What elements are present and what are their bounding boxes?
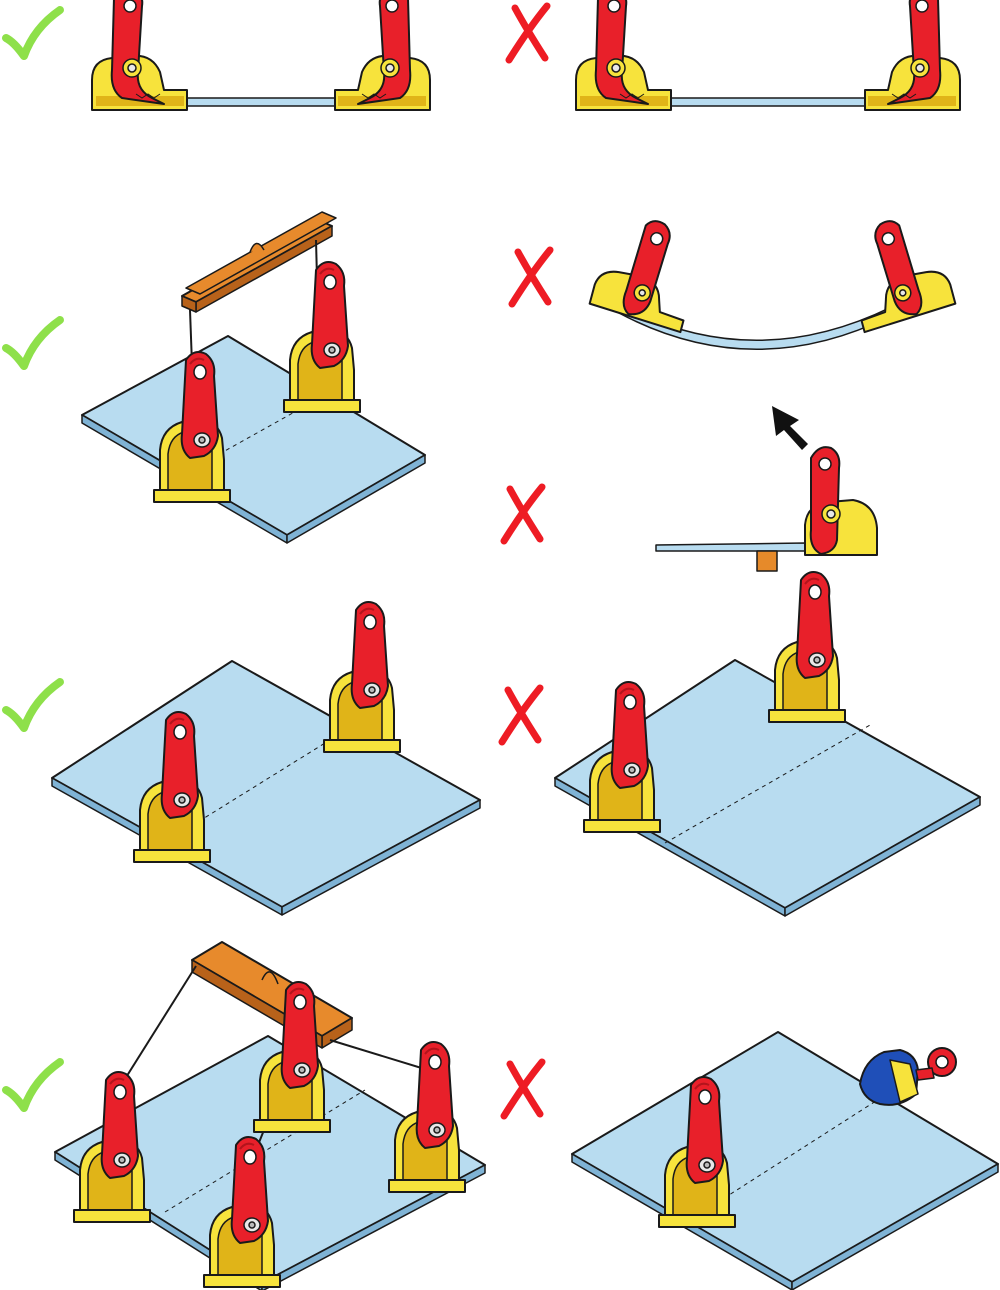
cross-mark-icon [504, 487, 542, 541]
cross-mark-icon [509, 6, 547, 60]
row-3-wrong [504, 406, 878, 572]
row-5-correct [6, 941, 486, 1290]
row-2-correct [6, 211, 426, 544]
clamp [804, 446, 878, 556]
row-2-wrong [512, 220, 957, 350]
row-5-wrong [504, 1031, 999, 1290]
support-block [756, 550, 778, 572]
check-mark-icon [6, 1062, 60, 1108]
spreader-beam [181, 211, 337, 313]
clamp-back [323, 601, 401, 753]
clamp-left [91, 0, 188, 111]
vertical-clamp-blue [859, 1047, 957, 1106]
check-mark-icon [6, 320, 60, 366]
row-1-wrong [509, 0, 961, 111]
spreader-beam [191, 941, 353, 1049]
cross-mark-icon [512, 250, 550, 304]
row-4-wrong [502, 571, 981, 917]
clamp-left [575, 0, 672, 111]
row-4-correct [6, 601, 481, 916]
arrow-up-left-icon [772, 406, 808, 450]
cross-mark-icon [504, 1062, 542, 1116]
clamp-right [864, 0, 961, 111]
cross-mark-icon [502, 688, 540, 742]
clamp-right [334, 0, 431, 111]
check-mark-icon [6, 682, 60, 728]
plate-side [655, 542, 806, 552]
clamp-back [768, 571, 846, 723]
row-1-correct [6, 0, 431, 111]
clamp-back [283, 261, 361, 413]
plate [81, 335, 426, 536]
check-mark-icon [6, 10, 60, 56]
plate [51, 660, 481, 908]
